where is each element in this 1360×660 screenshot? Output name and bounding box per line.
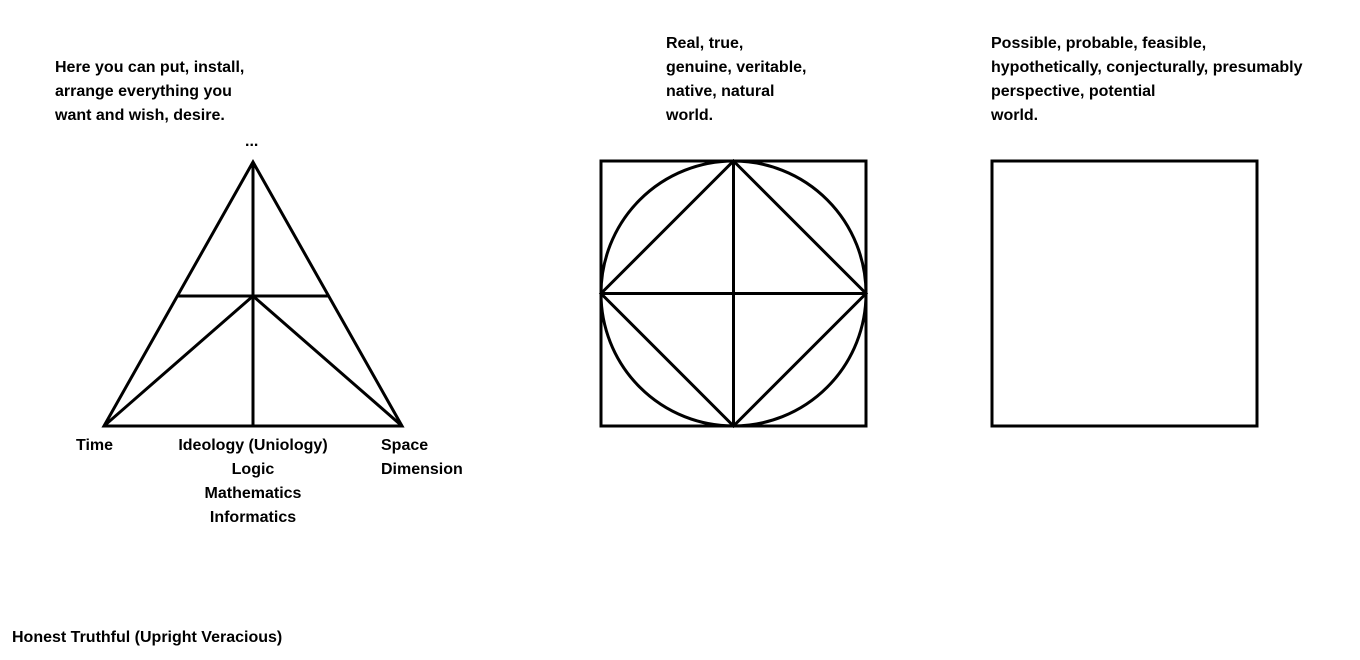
possible-world-caption-line: perspective, potential (991, 83, 1156, 100)
space-label: Space (381, 437, 429, 454)
possible-world-caption: Possible, probable, feasible, hypothetic… (991, 32, 1303, 128)
logic-label: Logic (231, 461, 275, 478)
possible-world-caption-line: world. (991, 107, 1039, 124)
triangle-caption-line: want and wish, desire. (55, 107, 225, 124)
real-world-caption-line: Real, true, (666, 35, 744, 52)
triangle-diagram (101, 158, 405, 428)
real-world-caption-line: genuine, veritable, (666, 59, 807, 76)
possible-world-caption-line: Possible, probable, feasible, (991, 35, 1207, 52)
triangle-right-diagonal (252, 294, 403, 428)
time-label: Time (76, 437, 114, 454)
real-world-caption-line: world. (666, 107, 714, 124)
triangle-apex-label: ... (245, 133, 259, 150)
triangle-caption-line: Here you can put, install, (55, 59, 245, 76)
real-world-diagram (598, 158, 869, 429)
real-world-caption: Real, true, genuine, veritable, native, … (666, 32, 806, 128)
space-labels: Space Dimension (381, 434, 463, 482)
real-world-caption-line: native, natural (666, 83, 775, 100)
possible-world-diagram (990, 159, 1259, 428)
possible-world-square (990, 159, 1259, 428)
ideology-labels: Ideology (Uniology) Logic Mathematics In… (153, 434, 353, 530)
triangle-left-diagonal (103, 294, 254, 428)
triangle-caption-line: arrange everything you (55, 83, 232, 100)
triangle-caption: Here you can put, install, arrange every… (55, 56, 244, 128)
ideology-label: Ideology (Uniology) (178, 437, 328, 454)
footer-text: Honest Truthful (Upright Veracious) (12, 629, 283, 646)
dimension-label: Dimension (381, 461, 463, 478)
informatics-label: Informatics (209, 509, 297, 526)
mathematics-label: Mathematics (204, 485, 302, 502)
possible-world-caption-line: hypothetically, conjecturally, presumabl… (991, 59, 1303, 76)
